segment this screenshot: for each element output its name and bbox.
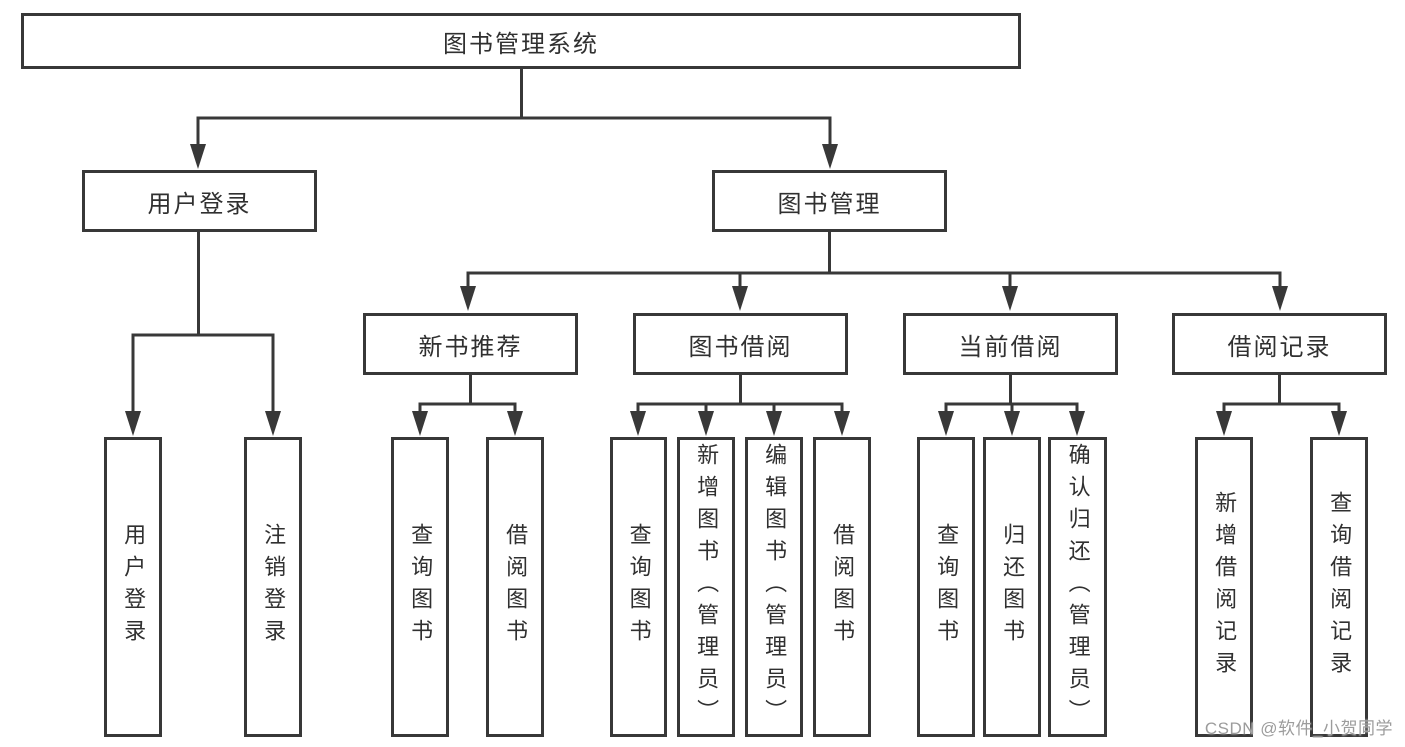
node-leaf-confirm-return-admin: 确认归还（管理员） (1048, 437, 1107, 737)
node-current-borrowing-label: 当前借阅 (958, 333, 1063, 361)
node-leaf-user-login: 用户登录 (104, 437, 162, 737)
connector-strokes (131, 68, 1341, 414)
node-book-management-label: 图书管理 (777, 190, 882, 218)
node-book-management: 图书管理 (712, 170, 947, 232)
node-new-book-recommend: 新书推荐 (363, 313, 578, 375)
arrowheads (125, 144, 1347, 436)
node-leaf-add-borrow-record: 新增借阅记录 (1195, 437, 1253, 737)
csdn-watermark: CSDN @软件_小贺同学 (1204, 719, 1393, 738)
node-leaf-add-book-admin: 新增图书（管理员） (677, 437, 735, 737)
node-root: 图书管理系统 (21, 13, 1021, 69)
node-borrowing-records: 借阅记录 (1172, 313, 1387, 375)
node-user-login: 用户登录 (82, 170, 317, 232)
node-root-label: 图书管理系统 (443, 30, 599, 58)
node-book-borrowing-label: 图书借阅 (688, 333, 793, 361)
node-leaf-edit-book-admin: 编辑图书（管理员） (745, 437, 803, 737)
node-leaf-borrow-books-recommend: 借阅图书 (486, 437, 544, 737)
node-leaf-query-books-borrowing: 查询图书 (610, 437, 667, 737)
node-leaf-query-borrow-record: 查询借阅记录 (1310, 437, 1368, 737)
node-leaf-logout: 注销登录 (244, 437, 302, 737)
node-user-login-label: 用户登录 (147, 190, 252, 218)
node-book-borrowing: 图书借阅 (633, 313, 848, 375)
node-leaf-borrow-books-borrowing: 借阅图书 (813, 437, 871, 737)
node-leaf-query-books-current: 查询图书 (917, 437, 975, 737)
node-borrowing-records-label: 借阅记录 (1227, 333, 1332, 361)
node-leaf-return-book: 归还图书 (983, 437, 1041, 737)
node-leaf-query-books-recommend: 查询图书 (391, 437, 449, 737)
node-current-borrowing: 当前借阅 (903, 313, 1118, 375)
node-new-book-recommend-label: 新书推荐 (418, 333, 523, 361)
